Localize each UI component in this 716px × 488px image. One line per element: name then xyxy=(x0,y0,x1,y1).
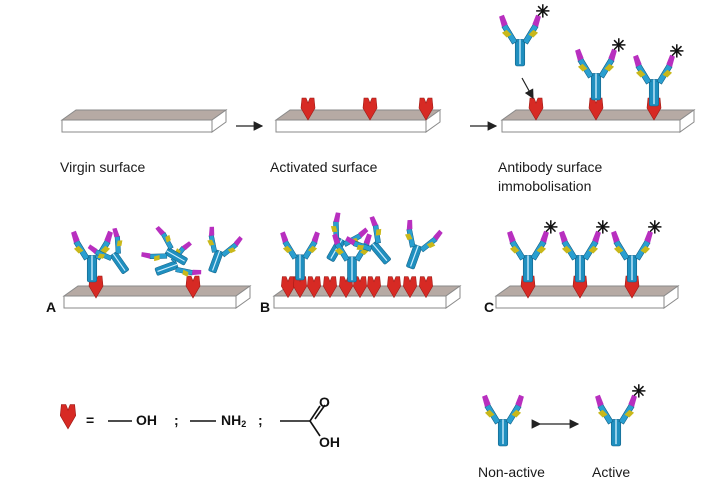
linker-b-3 xyxy=(307,276,321,299)
legend-oh: OH xyxy=(136,412,157,428)
active-star-icon xyxy=(596,220,610,234)
linker-immobilised-1 xyxy=(528,97,544,121)
panel-label-b: B xyxy=(260,299,271,315)
linker-b-9 xyxy=(403,276,417,299)
linker-b-7 xyxy=(367,276,381,299)
legend-nh2-main: NH xyxy=(221,412,242,428)
active-star-icon xyxy=(536,4,550,18)
stage-label-activated: Activated surface xyxy=(270,159,378,175)
active-star-icon xyxy=(632,384,646,398)
legend-equals: = xyxy=(86,412,95,428)
active-star-icon xyxy=(670,44,684,58)
active-star-icon xyxy=(648,220,662,234)
antibody-free xyxy=(499,4,550,67)
surface-immobilised xyxy=(500,109,696,133)
antibody-c-3 xyxy=(611,220,662,283)
legend-bond-coh xyxy=(309,420,321,437)
antibody-b-3 xyxy=(332,233,372,283)
panel-label-c: C xyxy=(484,299,495,315)
surface-panel-a xyxy=(62,285,252,309)
linker-a-2 xyxy=(185,275,201,299)
panel-label-a: A xyxy=(46,299,57,315)
antibody-c-1 xyxy=(507,220,558,283)
linker-b-6 xyxy=(353,276,367,299)
state-label-active: Active xyxy=(592,464,631,480)
legend-cooh-o: O xyxy=(319,394,330,410)
legend-sep-2: ; xyxy=(258,412,263,428)
state-label-inactive: Non-active xyxy=(478,464,545,480)
linker-activated-3 xyxy=(418,97,434,121)
linker-activated-2 xyxy=(362,97,378,121)
antibody-inactive xyxy=(482,394,524,447)
stage-label-immobilised-2: immobolisation xyxy=(498,178,592,194)
antibody-bound-1 xyxy=(575,38,626,101)
legend-nh2: NH2 xyxy=(221,412,246,429)
surface-activated xyxy=(274,109,442,133)
linker-activated-1 xyxy=(300,97,316,121)
stage-label-virgin: Virgin surface xyxy=(60,159,146,175)
legend-sep-1: ; xyxy=(174,412,179,428)
active-star-icon xyxy=(612,38,626,52)
antibody-a-4 xyxy=(141,225,188,266)
linker-b-1 xyxy=(281,276,295,299)
antibody-b-4 xyxy=(345,216,391,265)
antibody-b-5 xyxy=(404,219,443,270)
legend-linker-icon xyxy=(59,404,77,430)
antibody-b-1 xyxy=(280,231,320,281)
legend-cooh-oh: OH xyxy=(319,434,340,450)
linker-b-10 xyxy=(419,276,433,299)
antibody-bound-2 xyxy=(633,44,684,107)
antibody-active xyxy=(595,384,646,447)
antibody-b-2 xyxy=(326,212,369,262)
legend-nh2-sub: 2 xyxy=(241,419,247,429)
antibody-a-2 xyxy=(87,227,129,274)
active-star-icon xyxy=(544,220,558,234)
antibody-c-2 xyxy=(559,220,610,283)
surface-virgin xyxy=(60,109,228,133)
legend-bond-co-1 xyxy=(309,405,321,422)
linker-b-4 xyxy=(323,276,337,299)
antibody-a-5 xyxy=(207,226,243,274)
legend-bond-co-2 xyxy=(314,404,326,420)
arrow-antibody-binding xyxy=(521,77,534,100)
stage-label-immobilised-1: Antibody surface xyxy=(498,159,603,175)
linker-b-8 xyxy=(387,276,401,299)
